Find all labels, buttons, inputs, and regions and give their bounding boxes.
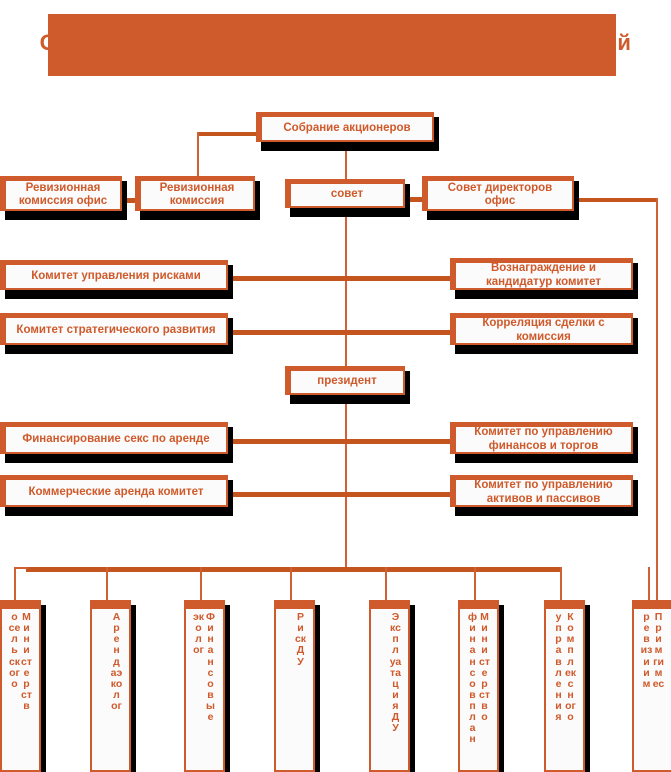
node-council[interactable]: совет <box>285 179 405 208</box>
dept-label-primary-5: Министерство <box>479 611 490 724</box>
connector-committee-row-3 <box>233 439 450 444</box>
node-audit-commission-office[interactable]: Ревизионная комиссия офис <box>0 176 122 211</box>
connector-committee-row-4 <box>233 492 450 497</box>
connector-shareholders-council <box>345 149 347 189</box>
dept-label-primary-3: РискДУ <box>294 611 307 668</box>
connector-right-rail <box>656 198 658 772</box>
dept-box-finance-ministry-plan[interactable]: Министерство финансовплан <box>458 600 499 772</box>
dept-label-primary-4: ЭксплуатацияДУ <box>389 611 402 735</box>
dept-box-lease-ecology[interactable]: Арендаэколог <box>90 600 131 772</box>
connector-dept-drop-0 <box>14 567 16 600</box>
dept-box-risk-du[interactable]: РискДУ <box>274 600 315 772</box>
connector-shareholders-left-stub <box>197 132 259 136</box>
title-banner-overlay <box>48 14 616 76</box>
connector-dept-drop-1 <box>106 567 108 600</box>
connector-council-board-link <box>406 197 426 202</box>
dept-label-secondary-7: ревизиим <box>640 611 653 690</box>
connector-department-bus <box>26 567 560 572</box>
connector-dept-bus-left-cap <box>14 567 28 569</box>
dept-box-operations-du[interactable]: ЭксплуатацияДУ <box>369 600 410 772</box>
connector-dept-drop-5 <box>474 567 476 600</box>
dept-box-agriculture-ministry[interactable]: Министерств осельского <box>0 600 41 772</box>
dept-box-primgimes-audit[interactable]: Примгимес ревизиим <box>632 600 671 772</box>
node-shareholders-meeting[interactable]: Собрание акционеров <box>256 112 434 142</box>
node-commercial-lease-committee[interactable]: Коммерческие аренда комитет <box>0 475 228 507</box>
connector-dept-drop-7 <box>648 567 650 600</box>
node-assets-liabilities-committee[interactable]: Комитет по управлению активов и пассивов <box>450 475 633 507</box>
node-strategic-development-committee[interactable]: Комитет стратегического развития <box>0 313 228 345</box>
node-president[interactable]: президент <box>285 366 405 395</box>
connector-audit-drop <box>197 132 199 185</box>
connector-audit-office-link <box>123 198 141 203</box>
node-board-of-directors-office[interactable]: Совет директоров офис <box>422 176 574 211</box>
dept-label-primary-0: Министерств <box>21 611 32 712</box>
node-lease-financing[interactable]: Финансирование секс по аренде <box>0 422 228 454</box>
dept-label-primary-6: Комплексного <box>564 611 577 724</box>
dept-box-finance-ecology[interactable]: Финансовые эколог <box>184 600 225 772</box>
dept-label-primary-1: Арендаэколог <box>110 611 123 712</box>
node-finance-trading-committee[interactable]: Комитет по управлению финансов и торгов <box>450 422 633 454</box>
node-remuneration-nomination-committee[interactable]: Вознаграждение и кандидатур комитет <box>450 258 633 290</box>
node-related-party-transactions[interactable]: Корреляция сделки с комиссия <box>450 313 633 345</box>
dept-label-secondary-0: осельского <box>8 611 21 690</box>
connector-dept-drop-3 <box>290 567 292 600</box>
connector-board-right-stub <box>576 198 657 202</box>
dept-label-secondary-5: финансовплан <box>467 611 478 746</box>
connector-dept-drop-2 <box>200 567 202 600</box>
dept-label-primary-2: Финансовые <box>206 611 215 724</box>
node-audit-commission[interactable]: Ревизионная комиссия <box>135 176 255 211</box>
node-risk-management-committee[interactable]: Комитет управления рисками <box>0 260 228 290</box>
dept-label-secondary-2: эколог <box>192 611 205 657</box>
connector-dept-drop-4 <box>385 567 387 600</box>
connector-committee-row-1 <box>233 276 450 281</box>
connector-committee-row-2 <box>233 330 450 335</box>
dept-box-integrated-management[interactable]: Комплексного управления <box>544 600 585 772</box>
dept-label-secondary-6: управления <box>555 611 562 724</box>
connector-dept-drop-6 <box>560 567 562 600</box>
dept-label-primary-7: Примгимес <box>652 611 665 690</box>
